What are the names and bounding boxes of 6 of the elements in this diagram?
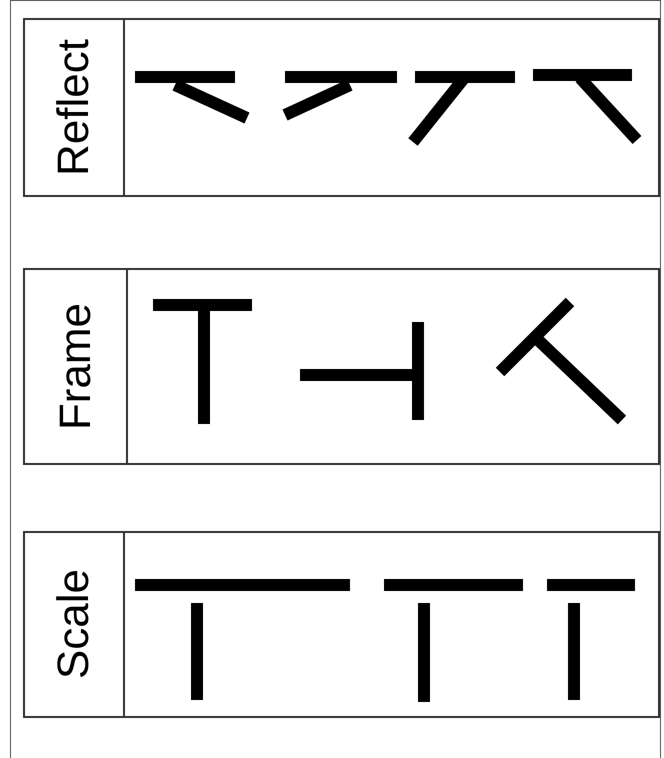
row-label: Scale: [52, 569, 96, 680]
row-box: [23, 268, 660, 465]
row-label: Reflect: [52, 39, 96, 176]
row-box: [23, 531, 660, 718]
row-label: Frame: [54, 302, 98, 430]
row-box: [23, 18, 660, 197]
